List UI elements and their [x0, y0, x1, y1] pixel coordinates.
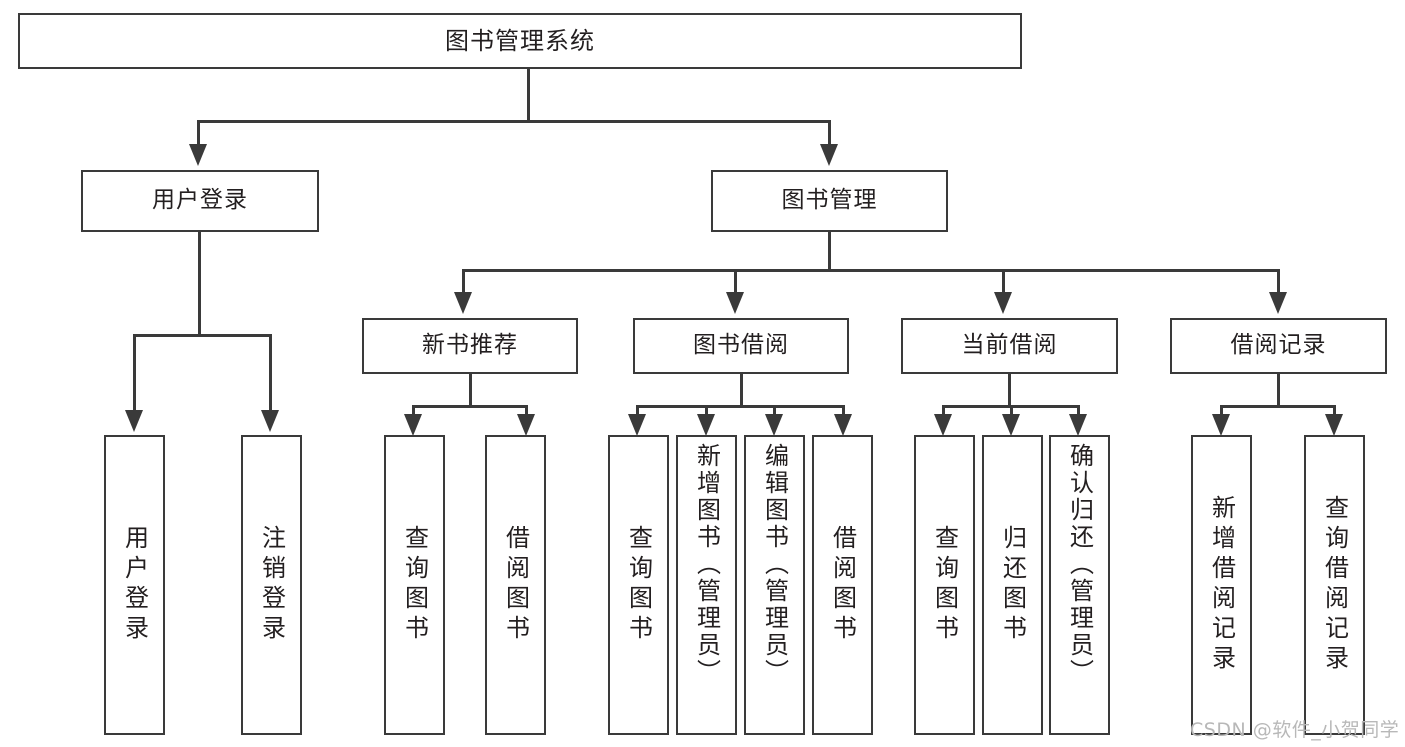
- node-label: 借阅图书: [828, 525, 857, 645]
- edge-bb-drop-1: [636, 405, 639, 417]
- leaf-confirm-return-admin[interactable]: 确认归还（管理员）: [1049, 435, 1110, 735]
- node-user-login[interactable]: 用户登录: [81, 170, 319, 232]
- node-label: 查询图书: [930, 525, 959, 645]
- leaf-query-book-recommend[interactable]: 查询图书: [384, 435, 445, 735]
- arrow-to-leaf-user-login: [125, 410, 143, 432]
- leaf-query-book-borrow[interactable]: 查询图书: [608, 435, 669, 735]
- node-label: 图书管理: [781, 187, 878, 214]
- arrow-to-leaf-query-book-2: [628, 414, 646, 436]
- edge-nbr-stem: [469, 374, 472, 407]
- arrow-to-leaf-borrow-book-1: [517, 414, 535, 436]
- node-label: 查询图书: [624, 525, 653, 645]
- leaf-user-login[interactable]: 用户登录: [104, 435, 165, 735]
- arrow-to-user-login: [189, 144, 207, 166]
- edge-book-management-bus: [462, 269, 1279, 272]
- edge-root-bus: [197, 120, 831, 123]
- edge-bb-drop-3: [773, 405, 776, 417]
- edge-bm-drop-1: [462, 269, 465, 293]
- arrow-to-leaf-query-book-1: [404, 414, 422, 436]
- edge-br-drop-2: [1333, 405, 1336, 417]
- arrow-to-leaf-add-book: [697, 414, 715, 436]
- arrow-to-book-borrow: [726, 292, 744, 314]
- csdn-watermark: CSDN @软件_小贺同学: [1190, 719, 1400, 741]
- edge-nbr-bus: [412, 405, 528, 408]
- edge-nbr-drop-2: [525, 405, 528, 417]
- arrow-to-leaf-return-book: [1002, 414, 1020, 436]
- arrow-to-leaf-query-record: [1325, 414, 1343, 436]
- leaf-query-borrow-record[interactable]: 查询借阅记录: [1304, 435, 1365, 735]
- leaf-return-book[interactable]: 归还图书: [982, 435, 1043, 735]
- node-label: 借阅图书: [501, 525, 530, 645]
- leaf-borrow-book[interactable]: 借阅图书: [812, 435, 873, 735]
- arrow-to-leaf-logout: [261, 410, 279, 432]
- leaf-add-book-admin[interactable]: 新增图书（管理员）: [676, 435, 737, 735]
- node-label: 编辑图书（管理员）: [760, 443, 789, 686]
- node-label: 查询借阅记录: [1320, 495, 1349, 675]
- edge-br-drop-1: [1220, 405, 1223, 417]
- edge-user-login-drop-2: [269, 334, 272, 411]
- node-label: 新书推荐: [422, 332, 518, 359]
- node-label: 注销登录: [257, 525, 286, 645]
- node-label: 新增图书（管理员）: [692, 443, 721, 686]
- arrow-to-borrow-record: [1269, 292, 1287, 314]
- edge-cb-drop-3: [1077, 405, 1080, 417]
- arrow-to-new-book-recommend: [454, 292, 472, 314]
- edge-cb-drop-1: [942, 405, 945, 417]
- arrow-to-leaf-query-book-3: [934, 414, 952, 436]
- node-label: 新增借阅记录: [1207, 495, 1236, 675]
- edge-user-login-stem: [198, 232, 201, 336]
- node-new-book-recommend[interactable]: 新书推荐: [362, 318, 578, 374]
- node-label: 归还图书: [998, 525, 1027, 645]
- node-label: 图书管理系统: [445, 26, 595, 55]
- node-root-book-management-system[interactable]: 图书管理系统: [18, 13, 1022, 69]
- edge-bb-bus: [636, 405, 845, 408]
- edge-cb-drop-2: [1010, 405, 1013, 417]
- node-label: 用户登录: [152, 187, 248, 214]
- node-label: 用户登录: [120, 525, 149, 645]
- arrow-to-leaf-confirm-return: [1069, 414, 1087, 436]
- edge-bm-drop-3: [1002, 269, 1005, 293]
- edge-book-management-stem: [828, 232, 831, 271]
- leaf-query-book-current[interactable]: 查询图书: [914, 435, 975, 735]
- edge-user-login-drop-1: [133, 334, 136, 411]
- arrow-to-leaf-borrow-book-2: [834, 414, 852, 436]
- edge-bb-drop-4: [842, 405, 845, 417]
- edge-user-login-bus: [133, 334, 269, 337]
- node-book-borrow[interactable]: 图书借阅: [633, 318, 849, 374]
- edge-cb-stem: [1008, 374, 1011, 407]
- leaf-edit-book-admin[interactable]: 编辑图书（管理员）: [744, 435, 805, 735]
- node-current-borrow[interactable]: 当前借阅: [901, 318, 1118, 374]
- leaf-add-borrow-record[interactable]: 新增借阅记录: [1191, 435, 1252, 735]
- edge-bm-drop-4: [1277, 269, 1280, 293]
- arrow-to-book-management: [820, 144, 838, 166]
- arrow-to-leaf-edit-book: [765, 414, 783, 436]
- edge-bb-drop-2: [705, 405, 708, 417]
- node-label: 确认归还（管理员）: [1065, 443, 1094, 686]
- arrow-to-leaf-add-record: [1212, 414, 1230, 436]
- leaf-logout[interactable]: 注销登录: [241, 435, 302, 735]
- edge-root-stem: [527, 69, 530, 122]
- edge-root-drop-right: [828, 120, 831, 145]
- edge-br-bus: [1220, 405, 1336, 408]
- node-label: 图书借阅: [693, 332, 789, 359]
- edge-nbr-drop-1: [412, 405, 415, 417]
- node-book-management[interactable]: 图书管理: [711, 170, 948, 232]
- edge-bm-drop-2: [734, 269, 737, 293]
- arrow-to-current-borrow: [994, 292, 1012, 314]
- node-label: 借阅记录: [1230, 332, 1327, 359]
- leaf-borrow-book-recommend[interactable]: 借阅图书: [485, 435, 546, 735]
- edge-root-drop-left: [197, 120, 200, 145]
- edge-bb-stem: [740, 374, 743, 407]
- node-borrow-record[interactable]: 借阅记录: [1170, 318, 1387, 374]
- edge-br-stem: [1277, 374, 1280, 407]
- node-label: 当前借阅: [961, 332, 1058, 359]
- node-label: 查询图书: [400, 525, 429, 645]
